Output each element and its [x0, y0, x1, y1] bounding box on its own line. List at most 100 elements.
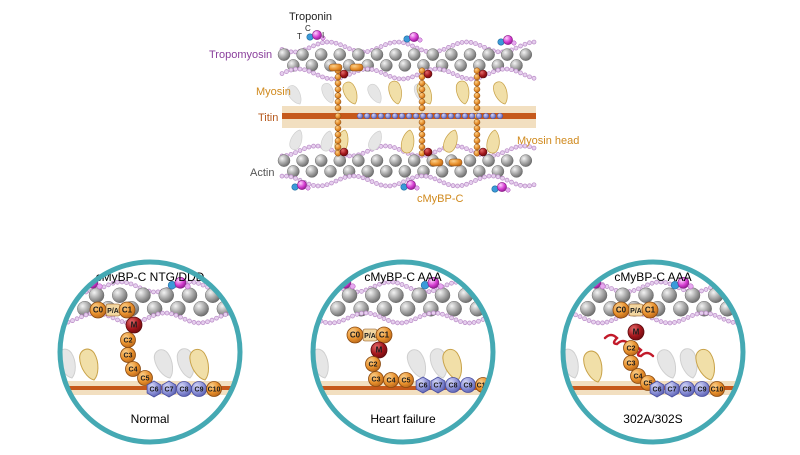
- tropomyosin-bead: [301, 312, 305, 316]
- domain-c6: C6: [146, 380, 162, 398]
- tropomyosin-bead: [151, 313, 156, 318]
- tropomyosin-bead: [476, 318, 481, 324]
- tropomyosin-bead: [381, 280, 387, 286]
- myosin-head-up-1: [388, 80, 402, 105]
- actin-bead: [580, 301, 596, 317]
- tropomyosin-bead: [223, 289, 228, 295]
- cmybpc-bead: [334, 143, 342, 151]
- tropomyosin-bead: [495, 49, 501, 55]
- actin-bead: [638, 287, 654, 303]
- tropomyosin-bead: [513, 45, 519, 51]
- actin-bead: [365, 287, 381, 303]
- cmybpc-overview-down-0: [334, 112, 342, 157]
- tropomyosin-bead: [444, 282, 450, 288]
- domain-c6-label: C6: [653, 387, 662, 394]
- actin-bead: [193, 301, 209, 317]
- tropomyosin-bead: [495, 67, 501, 73]
- domain-c7-shape: [161, 380, 177, 398]
- tropomyosin-bead: [504, 177, 510, 183]
- myosin-head-shape: [406, 349, 427, 379]
- domain-c0: C0: [612, 301, 630, 319]
- myosin-head-up-4: [493, 81, 508, 105]
- actin-bead: [591, 287, 608, 303]
- tropomyosin-bead: [504, 66, 510, 72]
- tropomyosin-bead: [128, 281, 134, 287]
- actin-bead: [376, 301, 393, 317]
- domain-c5: C5: [137, 370, 153, 386]
- panel-ring: [57, 259, 243, 445]
- cmybpc-bead: [473, 92, 481, 99]
- myosin-head-ghost: [406, 349, 427, 379]
- domain-c8: C8: [176, 381, 192, 397]
- domain-c5: C5: [398, 372, 414, 388]
- tropomyosin-bead: [531, 182, 537, 188]
- tropomyosin-bead: [306, 283, 310, 287]
- cmybpc-bead: [418, 118, 426, 126]
- cmybpc-bead: [418, 86, 426, 93]
- tropomyosin-bead: [320, 183, 325, 189]
- troponin-i-icon: [505, 187, 511, 193]
- domain-c1: C1: [118, 301, 136, 319]
- tropomyosin-bead: [595, 320, 601, 326]
- tropomyosin-bead: [649, 280, 655, 286]
- troponin-c-icon: [677, 276, 690, 289]
- tropomyosin-bead: [169, 311, 174, 317]
- tropomyosin-bead: [730, 320, 736, 325]
- tropomyosin-bead: [449, 280, 454, 286]
- tropomyosin-bead: [408, 318, 414, 324]
- tropomyosin-bead: [377, 314, 382, 319]
- tropomyosin-bead: [187, 318, 192, 324]
- troponin-c-icon: [427, 276, 440, 289]
- tropomyosin-bead: [390, 319, 396, 325]
- cmybpc-bead: [334, 137, 342, 145]
- myosin-head-ghost: [367, 83, 382, 104]
- tropomyosin-bead: [246, 314, 250, 318]
- tropomyosin-bead: [717, 314, 722, 320]
- tropomyosin-bead: [392, 39, 397, 45]
- tropomyosin-bead: [392, 75, 397, 81]
- domain-c3: C3: [120, 347, 136, 363]
- tropomyosin-bead: [336, 319, 342, 325]
- tropomyosin-bead: [464, 146, 469, 152]
- tropomyosin-bead: [329, 180, 334, 186]
- troponin-i-icon: [437, 283, 444, 290]
- actin-bead: [434, 287, 451, 303]
- panel-troponin: [420, 276, 444, 290]
- titin-bead: [377, 112, 385, 120]
- actin-bead: [546, 288, 561, 303]
- domain-c9-label: C9: [698, 387, 707, 394]
- tropomyosin-bead: [419, 173, 424, 179]
- tropomyosin-bead: [600, 320, 605, 326]
- tropomyosin-bead: [703, 287, 709, 292]
- actin-bead: [500, 154, 514, 167]
- tropomyosin-bead: [749, 318, 753, 322]
- domain-c5-shape: [398, 372, 414, 388]
- tropomyosin-bead: [395, 280, 400, 286]
- tropomyosin-bead: [386, 318, 391, 323]
- tropomyosin-bead: [297, 66, 303, 72]
- tropomyosin-bead: [564, 310, 569, 316]
- tropomyosin-bead: [324, 39, 330, 45]
- tropomyosin-bead: [486, 71, 492, 77]
- tropomyosin-bead: [663, 280, 668, 285]
- tropomyosin-bead: [60, 280, 62, 286]
- domain-c5-shape: [137, 370, 153, 386]
- tropomyosin-bead: [324, 182, 330, 188]
- tropomyosin-bead: [360, 175, 366, 181]
- tropomyosin-bead: [591, 319, 596, 325]
- tropomyosin-bead: [495, 152, 501, 157]
- myosin-head-shape: [679, 348, 698, 379]
- actin-bead: [519, 154, 533, 167]
- domain-c6-label: C6: [419, 383, 428, 390]
- tropomyosin-bead: [446, 69, 451, 75]
- troponin-i-icon: [414, 185, 420, 191]
- tropomyosin-bead: [232, 287, 237, 293]
- m-motif-shape: [627, 323, 645, 341]
- tropomyosin-bead: [110, 315, 116, 321]
- tropomyosin-bead: [435, 310, 441, 316]
- tropomyosin-bead: [396, 147, 402, 152]
- tropomyosin-bead: [315, 41, 321, 47]
- tropomyosin-bead: [314, 280, 319, 285]
- tropomyosin-bead: [459, 183, 465, 188]
- tropomyosin-bead: [313, 314, 315, 320]
